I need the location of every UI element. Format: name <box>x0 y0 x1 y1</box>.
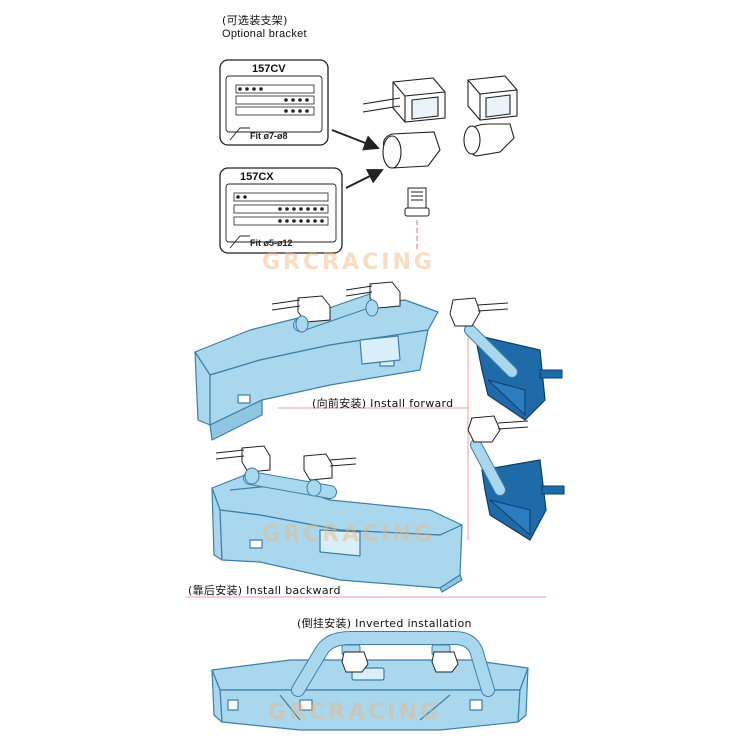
plate-157cv-fit: Fit ø7-ø8 <box>250 131 288 141</box>
plate-157cx-fit: Fit ø5-ø12 <box>250 238 293 248</box>
watermark-1: GRCRACING <box>262 250 435 275</box>
light-pod-with-bracket-left <box>362 77 446 169</box>
light-pod-inverted-1 <box>341 644 369 673</box>
bracket-title-en: Optional bracket <box>222 28 307 40</box>
plate-157cv <box>219 59 329 146</box>
watermark-2: GRCRACING <box>262 522 435 547</box>
side-view-backward <box>467 415 565 541</box>
light-pod-backward-2 <box>303 453 357 497</box>
plate-157cx <box>219 167 343 254</box>
bumper-forward <box>194 299 439 441</box>
watermark-3: GRCRACING <box>268 700 441 725</box>
light-pod-forward-1 <box>271 295 331 333</box>
light-pod-backward-1 <box>215 445 271 485</box>
plate-157cx-model: 157CX <box>240 171 274 183</box>
bracket-title-cn: (可选装支架) <box>222 14 288 27</box>
light-pod-inverted-2 <box>431 644 459 673</box>
mounting-screw <box>404 187 430 252</box>
light-pod-forward-2 <box>345 281 401 317</box>
label-install-forward: (向前安装) Install forward <box>312 397 454 410</box>
plate-157cv-model: 157CV <box>252 63 286 75</box>
light-pod-with-bracket-right <box>463 75 518 157</box>
arrow-157cv <box>331 129 380 151</box>
label-inverted-installation: (倒挂安装) Inverted installation <box>297 617 472 630</box>
label-install-backward: (靠后安装) Install backward <box>188 584 341 597</box>
arrow-157cx <box>345 169 384 189</box>
side-view-forward <box>449 297 563 421</box>
